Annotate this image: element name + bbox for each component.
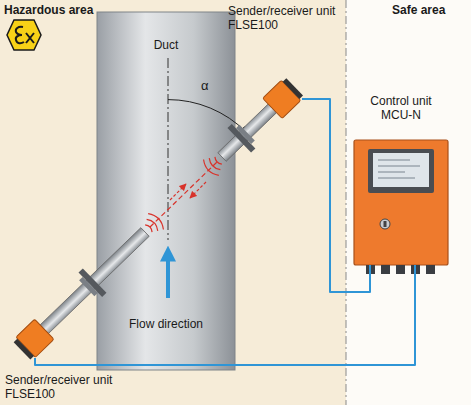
sender-receiver-unit: Sender/receiver unit FLSE100 bbox=[262, 79, 302, 119]
hazardous-ground bbox=[0, 0, 346, 405]
sound-waves bbox=[141, 211, 166, 237]
cable-glands bbox=[366, 265, 435, 274]
probe-head bbox=[263, 80, 301, 118]
duct: DuctFlow direction bbox=[97, 12, 235, 370]
signal-arrow-up bbox=[170, 184, 186, 200]
hazardous-area-band: Hazardous areaDuctFlow directionSender/r… bbox=[0, 0, 346, 405]
key-lock bbox=[380, 219, 390, 229]
flow-label: Flow direction bbox=[97, 317, 235, 331]
measuring-path bbox=[150, 162, 217, 227]
lower-probe bbox=[10, 207, 170, 363]
probe-head bbox=[16, 319, 54, 357]
sender-receiver-unit: Sender/receiver unit FLSE100 bbox=[15, 318, 55, 358]
probe-cap bbox=[283, 78, 303, 99]
duct-axis bbox=[168, 58, 169, 240]
cable-gland bbox=[381, 265, 390, 274]
control-unit-housing bbox=[354, 140, 448, 274]
signal-cable bbox=[35, 265, 415, 365]
flow-arrow bbox=[166, 252, 170, 298]
unit-label: Sender/receiver unit FLSE100 bbox=[5, 373, 121, 401]
area-title: Hazardous area bbox=[4, 3, 93, 17]
ex-epsilon bbox=[16, 27, 24, 44]
safe-ground bbox=[346, 0, 471, 405]
display-frame bbox=[368, 149, 434, 193]
probe-nut bbox=[236, 125, 255, 144]
signal-cable bbox=[302, 99, 370, 292]
display-lines bbox=[378, 160, 420, 178]
signal-arrow-down bbox=[190, 182, 206, 198]
display-screen bbox=[373, 153, 429, 187]
probe-nut bbox=[79, 277, 98, 296]
probe-flange bbox=[227, 124, 255, 153]
ex-cross bbox=[26, 33, 34, 43]
cable-gland bbox=[396, 265, 405, 274]
cable-gland bbox=[426, 265, 435, 274]
probe-flange bbox=[79, 268, 107, 297]
ex-hexagon bbox=[7, 20, 41, 50]
duct-body bbox=[97, 12, 235, 370]
area-boundary bbox=[346, 0, 347, 405]
key-slot bbox=[384, 221, 387, 227]
probe-cap bbox=[14, 339, 34, 360]
unit-label: Sender/receiver unit FLSE100 bbox=[228, 4, 344, 32]
duct-label: Duct bbox=[97, 38, 235, 52]
sound-waves bbox=[201, 153, 226, 179]
safe-area-band: Safe areaControl unit MCU-N bbox=[346, 0, 471, 405]
angle-label: α bbox=[201, 78, 209, 93]
probe-tube bbox=[218, 104, 277, 161]
area-title: Safe area bbox=[392, 3, 445, 17]
ex-symbol bbox=[7, 20, 41, 50]
upper-probe bbox=[197, 75, 307, 183]
housing-body bbox=[354, 140, 448, 265]
unit-label: Control unit MCU-N bbox=[354, 94, 448, 122]
control-unit: Control unit MCU-N bbox=[354, 140, 448, 265]
